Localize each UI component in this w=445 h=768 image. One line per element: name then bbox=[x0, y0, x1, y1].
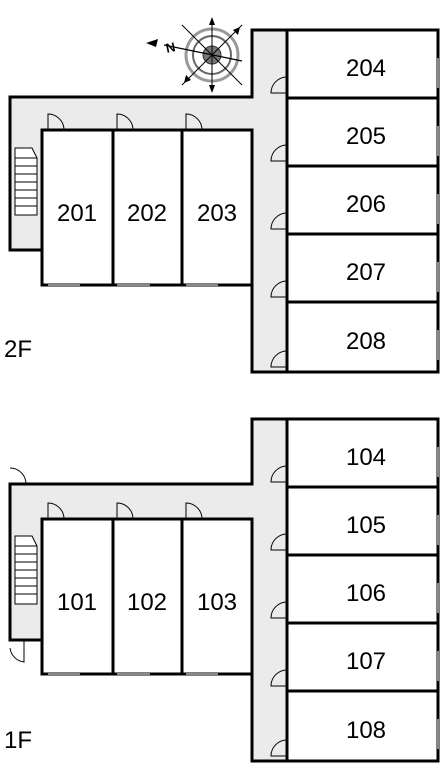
unit-label-201: 201 bbox=[57, 200, 97, 227]
unit-203 bbox=[180, 128, 254, 287]
unit-102 bbox=[111, 517, 184, 676]
floor-1f: 101 102 103 104 105 106 107 108 1F bbox=[4, 417, 440, 763]
unit-label-205: 205 bbox=[346, 123, 386, 150]
unit-label-203: 203 bbox=[197, 200, 237, 227]
unit-207 bbox=[285, 232, 440, 304]
unit-label-107: 107 bbox=[346, 648, 386, 675]
door-icon bbox=[270, 533, 288, 551]
door-icon bbox=[270, 212, 288, 230]
unit-label-202: 202 bbox=[127, 200, 167, 227]
unit-104 bbox=[285, 417, 440, 489]
stairs-icon bbox=[14, 147, 38, 216]
door-icon bbox=[270, 601, 288, 619]
floor-2f: 201 202 203 204 205 206 207 208 2F bbox=[4, 28, 440, 374]
stairs-icon bbox=[14, 535, 38, 605]
unit-label-208: 208 bbox=[346, 328, 386, 355]
floor-label-2f: 2F bbox=[4, 336, 32, 363]
floor-label-1f: 1F bbox=[4, 727, 32, 754]
unit-106 bbox=[285, 553, 440, 625]
compass-rose-icon: N bbox=[146, 17, 243, 93]
unit-204 bbox=[285, 28, 440, 100]
unit-101 bbox=[40, 517, 115, 676]
unit-label-207: 207 bbox=[346, 259, 386, 286]
unit-label-102: 102 bbox=[127, 589, 167, 616]
door-icon bbox=[9, 467, 27, 485]
door-icon bbox=[270, 669, 288, 687]
unit-label-103: 103 bbox=[197, 589, 237, 616]
unit-label-204: 204 bbox=[346, 55, 386, 82]
compass-north-label: N bbox=[164, 39, 176, 56]
door-icon bbox=[270, 280, 288, 298]
door-icon bbox=[116, 502, 134, 520]
unit-108 bbox=[285, 689, 440, 763]
door-icon bbox=[9, 640, 25, 663]
unit-label-106: 106 bbox=[346, 580, 386, 607]
door-icon bbox=[47, 113, 65, 131]
unit-103 bbox=[180, 517, 254, 676]
door-icon bbox=[185, 113, 203, 131]
door-icon bbox=[270, 465, 288, 483]
unit-label-104: 104 bbox=[346, 444, 386, 471]
unit-105 bbox=[285, 485, 440, 557]
door-icon bbox=[270, 739, 288, 757]
door-icon bbox=[270, 144, 288, 162]
door-icon bbox=[270, 350, 288, 368]
door-icon bbox=[47, 502, 65, 520]
unit-205 bbox=[285, 96, 440, 168]
door-icon bbox=[270, 76, 288, 94]
door-icon bbox=[116, 113, 134, 131]
unit-label-108: 108 bbox=[346, 717, 386, 744]
unit-label-206: 206 bbox=[346, 191, 386, 218]
door-icon bbox=[185, 502, 203, 520]
unit-label-105: 105 bbox=[346, 512, 386, 539]
unit-label-101: 101 bbox=[57, 589, 97, 616]
unit-208 bbox=[285, 300, 440, 374]
